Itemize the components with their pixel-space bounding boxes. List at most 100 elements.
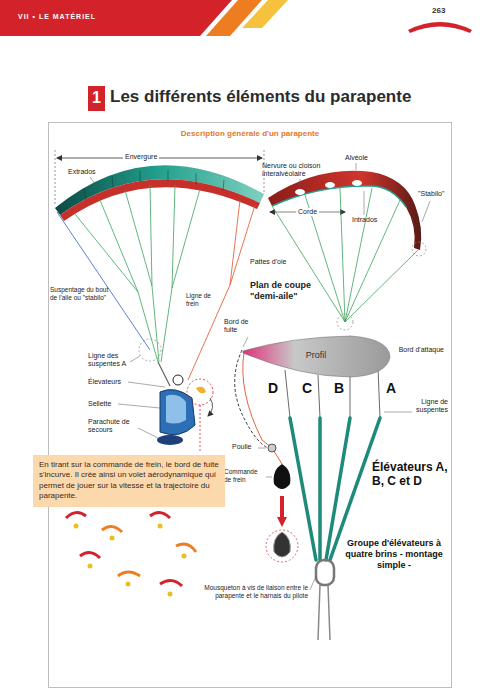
risers-drawing <box>274 532 291 557</box>
risers-drawing <box>285 370 290 418</box>
risers-drawing <box>318 375 320 418</box>
part-label: Bord d'attaque <box>396 346 444 354</box>
leader-lines <box>356 163 357 170</box>
dimension-label: Corde <box>296 208 319 216</box>
leader-lines <box>422 201 430 222</box>
pilot-drawing <box>208 398 213 416</box>
suspension-lines <box>152 286 159 362</box>
mini-gliders <box>80 552 100 558</box>
suspension-lines <box>161 288 172 362</box>
risers-drawing <box>266 530 298 562</box>
mini-gliders <box>176 544 196 552</box>
header-band <box>0 0 232 36</box>
leader-lines <box>130 356 140 362</box>
suspension-lines <box>75 185 200 362</box>
group-caption: Groupe d'élévateurs à quatre brins - mon… <box>340 538 448 570</box>
suspension-lines <box>230 205 255 285</box>
leader-lines <box>90 163 430 590</box>
header-text: VII • LE MATÉRIEL <box>18 13 96 21</box>
half-wing-section <box>340 188 345 322</box>
risers-drawing <box>318 585 320 640</box>
half-wing-section <box>345 250 418 322</box>
risers-drawing <box>280 496 284 522</box>
mini-gliders <box>158 524 163 529</box>
part-label: Intrados <box>352 216 377 224</box>
callout-box-text: En tirant sur la commande de frein, le b… <box>39 460 219 502</box>
pilot-drawing <box>139 339 161 361</box>
suspension-lines <box>138 292 158 362</box>
wing-drawing <box>112 176 113 188</box>
part-label: Suspentage du bout de l'aile ou "stabilo… <box>50 286 110 302</box>
part-label: "Stabilo" <box>418 190 444 198</box>
half-wing-section <box>295 189 305 195</box>
half-wing-section <box>272 186 406 207</box>
leader-lines <box>300 179 301 187</box>
part-label: Poulie <box>232 443 251 451</box>
leader-lines <box>118 404 160 408</box>
leader-lines <box>128 382 165 387</box>
wing-drawing <box>60 179 260 221</box>
part-label: Extrados <box>68 168 96 176</box>
part-label: Parachute de secours <box>88 418 140 435</box>
part-label: Ligne de frein <box>186 292 222 308</box>
suspension-lines <box>100 200 138 292</box>
suspension-lines <box>172 185 175 288</box>
half-wing-section <box>337 314 353 330</box>
wing-drawing <box>57 158 262 159</box>
leader-lines <box>310 576 316 590</box>
mini-gliders <box>160 580 182 586</box>
wing-drawing <box>223 180 224 191</box>
mini-gliders <box>126 582 131 587</box>
leader-lines <box>266 477 272 478</box>
riser-letter: D <box>268 380 278 397</box>
riser-letter: B <box>334 380 344 397</box>
wing-drawing <box>55 150 56 205</box>
risers-drawing <box>274 464 291 489</box>
dimension-label: Envergure <box>123 153 159 161</box>
riser-letter: A <box>386 380 396 397</box>
part-label: Ligne des suspentes A <box>88 352 136 369</box>
part-label: Pattes d'oie <box>250 258 286 266</box>
profile-outline <box>241 333 391 388</box>
number-box-text: 1 <box>88 88 105 109</box>
header-band <box>242 0 288 28</box>
wing-drawing <box>196 173 197 184</box>
risers-drawing <box>268 444 276 452</box>
suspension-lines <box>125 190 152 286</box>
suspension-lines <box>57 212 150 350</box>
page-number: 263 <box>432 6 445 16</box>
pilot-drawing <box>187 379 213 405</box>
risers-drawing <box>318 418 322 560</box>
mini-gliders <box>182 554 187 559</box>
pilot-drawing <box>157 435 183 445</box>
pilot-drawing <box>139 339 213 453</box>
mini-gliders <box>74 524 79 529</box>
risers-drawing <box>378 368 380 418</box>
pilot-drawing <box>160 390 195 435</box>
mini-gliders <box>118 572 140 576</box>
risers-drawing <box>350 376 351 418</box>
mini-gliders <box>110 536 115 541</box>
half-wing-section <box>345 188 372 322</box>
riser-letter: C <box>302 380 312 397</box>
mini-gliders <box>66 512 86 518</box>
pilot-drawing <box>173 375 183 385</box>
part-label: Ligne de suspentes <box>392 398 448 415</box>
leader-lines <box>90 177 96 185</box>
leader-lines <box>364 191 365 215</box>
part-label: Commande de frein <box>224 468 266 484</box>
callout-box: En tirant sur la commande de frein, le b… <box>33 455 225 507</box>
leader-lines <box>384 412 412 413</box>
mini-gliders <box>102 526 122 532</box>
half-wing-section <box>272 188 418 322</box>
page-title: Les différents éléments du parapente <box>110 87 411 107</box>
part-label: Élevateurs <box>88 378 121 386</box>
wing-drawing <box>55 165 264 215</box>
wing-drawing <box>84 188 86 200</box>
half-wing-section <box>345 200 400 322</box>
pilot-drawing <box>158 362 170 386</box>
part-label: Alvéole <box>345 154 368 162</box>
leader-lines <box>243 337 248 347</box>
part-label: Nervure ou cloison interalvéolaire <box>262 162 346 179</box>
